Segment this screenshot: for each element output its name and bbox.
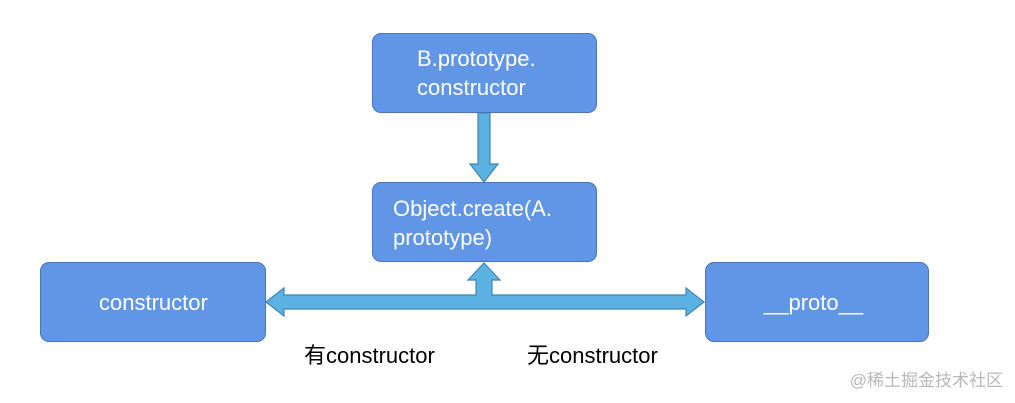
- node-object-create-line1: Object.create(A.: [393, 196, 552, 221]
- arrow-down: [468, 112, 500, 183]
- edge-label-has-constructor: 有constructor: [304, 343, 435, 368]
- node-constructor-label: constructor: [99, 290, 208, 315]
- node-b-prototype-constructor: B.prototype. constructor: [372, 33, 597, 113]
- edge-label-no-constructor: 无constructor: [527, 343, 658, 368]
- node-constructor: constructor: [40, 262, 266, 342]
- node-b-prototype-line2: constructor: [417, 75, 526, 100]
- node-proto-label: __proto__: [764, 290, 864, 315]
- node-object-create: Object.create(A. prototype): [372, 182, 597, 262]
- node-b-prototype-line1: B.prototype.: [417, 46, 536, 71]
- node-proto: __proto__: [705, 262, 929, 342]
- node-object-create-line2: prototype): [393, 225, 493, 250]
- arrow-horizontal-branch: [265, 262, 705, 318]
- watermark: @稀土掘金技术社区: [849, 371, 1003, 390]
